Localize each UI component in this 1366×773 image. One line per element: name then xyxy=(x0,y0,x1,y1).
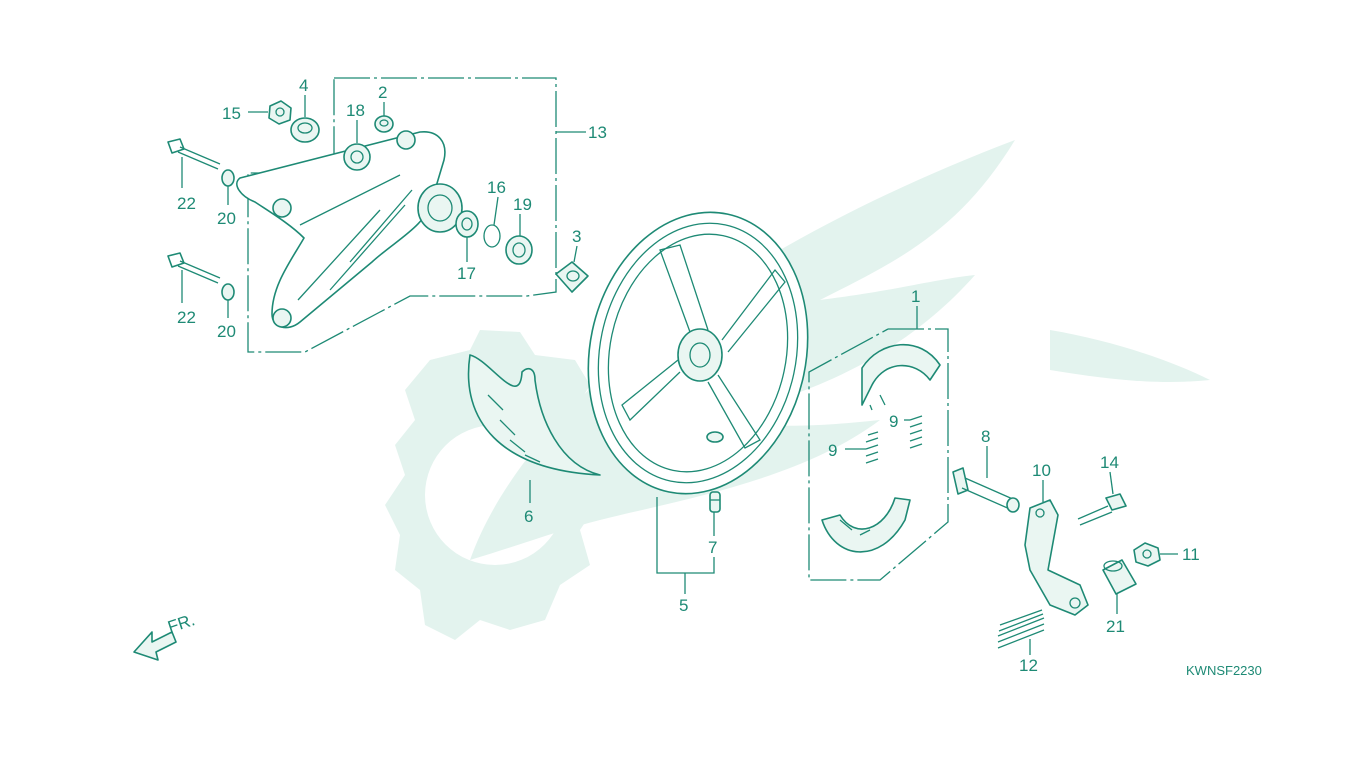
callout-20-lower: 20 xyxy=(217,322,236,341)
spring-9-left xyxy=(865,431,879,464)
callout-20-upper: 20 xyxy=(217,209,236,228)
collar-3 xyxy=(555,261,589,293)
callout-numbers: 15 4 2 18 13 22 20 22 20 16 19 17 3 6 7 … xyxy=(177,76,1200,675)
callout-21: 21 xyxy=(1106,617,1125,636)
brake-shoe-upper xyxy=(861,343,941,411)
collar-21 xyxy=(1102,559,1137,595)
callout-7: 7 xyxy=(708,538,717,557)
bolt-14 xyxy=(1077,493,1127,526)
nut-11 xyxy=(1133,542,1161,567)
callout-15: 15 xyxy=(222,104,241,123)
bracket-1 xyxy=(808,328,949,581)
washer-lower xyxy=(221,283,235,301)
callout-22-upper: 22 xyxy=(177,194,196,213)
callout-19: 19 xyxy=(513,195,532,214)
callout-leaders xyxy=(181,95,1178,655)
callout-12: 12 xyxy=(1019,656,1038,675)
callout-8: 8 xyxy=(981,427,990,446)
callout-1: 1 xyxy=(911,287,920,306)
callout-2: 2 xyxy=(378,83,387,102)
bearing-2 xyxy=(374,115,394,133)
valve-stem xyxy=(709,491,721,513)
callout-9-left: 9 xyxy=(828,441,837,460)
brake-arm xyxy=(1024,499,1089,616)
rear-wheel xyxy=(587,211,809,495)
front-direction-arrow-icon xyxy=(133,631,177,661)
washer-upper xyxy=(221,169,235,187)
callout-17: 17 xyxy=(457,264,476,283)
callout-16: 16 xyxy=(487,178,506,197)
callout-4: 4 xyxy=(299,76,308,95)
callout-9-right: 9 xyxy=(889,412,898,431)
mudguard xyxy=(467,354,601,476)
brake-shoe-lower xyxy=(821,497,911,553)
nut-15 xyxy=(268,100,292,125)
bolt-upper xyxy=(167,138,221,170)
collar-4 xyxy=(290,117,320,143)
callout-10: 10 xyxy=(1032,461,1051,480)
callout-14: 14 xyxy=(1100,453,1119,472)
brake-cam xyxy=(952,467,1020,513)
callout-18: 18 xyxy=(346,101,365,120)
spring-12 xyxy=(997,609,1045,649)
spring-9-right xyxy=(909,415,923,449)
callout-13: 13 xyxy=(588,123,607,142)
callout-3: 3 xyxy=(572,227,581,246)
callout-22-lower: 22 xyxy=(177,308,196,327)
callout-5: 5 xyxy=(679,596,688,615)
circlip-16 xyxy=(483,224,501,248)
callout-6: 6 xyxy=(524,507,533,526)
bolt-lower xyxy=(167,252,221,284)
direction-label: FR. xyxy=(165,610,197,637)
drawing-code: KWNSF2230 xyxy=(1186,663,1262,678)
bearing-18 xyxy=(343,143,371,171)
callout-11: 11 xyxy=(1182,545,1200,564)
seal-19 xyxy=(505,235,533,265)
swing-arm xyxy=(236,130,463,329)
bearing-17 xyxy=(455,210,479,238)
